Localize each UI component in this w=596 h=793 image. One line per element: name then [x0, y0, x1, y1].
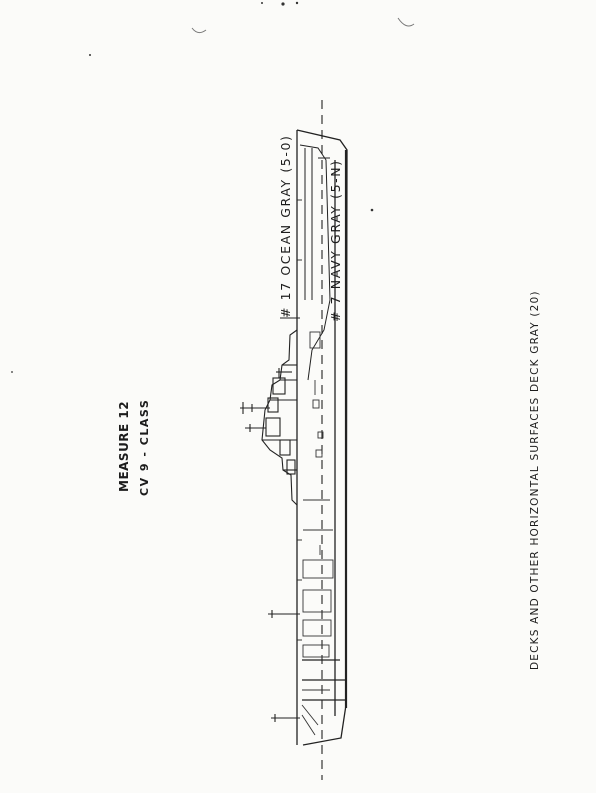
island-superstructure — [261, 329, 298, 506]
hull-details — [301, 331, 334, 736]
paint-leaders — [280, 157, 330, 319]
hull — [296, 129, 348, 746]
drawing-title-measure: MEASURE 12 — [117, 400, 131, 492]
scan-artifacts — [11, 1, 374, 373]
deck-paint-footnote: DECKS AND OTHER HORIZONTAL SURFACES DECK… — [529, 290, 541, 670]
punch-hole-mark-left — [191, 27, 207, 34]
punch-hole-mark-right — [397, 17, 415, 27]
flight-deck — [297, 199, 302, 641]
camouflage-boundary — [299, 144, 331, 381]
upper-paint-label: # 17 OCEAN GRAY (5-0) — [278, 134, 293, 319]
drawing-title-class: CV 9 - CLASS — [138, 398, 151, 496]
masts — [240, 368, 300, 722]
lower-paint-label: # 7 NAVY GRAY (5-N) — [328, 159, 343, 322]
